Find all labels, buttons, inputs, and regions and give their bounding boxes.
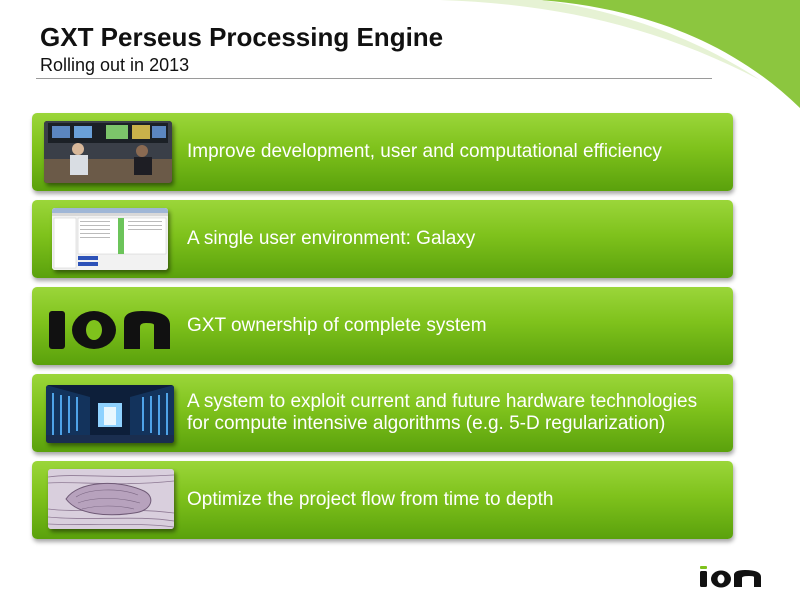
panel-efficiency: Improve development, user and computatio… xyxy=(32,113,733,191)
panel-galaxy: A single user environment: Galaxy xyxy=(32,200,733,278)
panel-time-to-depth: Optimize the project flow from time to d… xyxy=(32,461,733,539)
slide-title: GXT Perseus Processing Engine xyxy=(40,22,444,52)
seismic-section-thumbnail xyxy=(48,469,174,529)
panel-hardware: A system to exploit current and future h… xyxy=(32,374,733,452)
software-screenshot-thumbnail xyxy=(52,208,168,270)
panel-text: GXT ownership of complete system xyxy=(187,315,487,336)
slide-subtitle: Rolling out in 2013 xyxy=(40,55,190,75)
ion-logo-thumbnail xyxy=(46,301,174,353)
ion-logo-icon xyxy=(700,566,761,588)
panel-text: Optimize the project flow from time to d… xyxy=(187,489,554,510)
server-room-thumbnail xyxy=(46,385,174,443)
panel-ownership: GXT ownership of complete system xyxy=(32,287,733,365)
photo-operators-thumbnail xyxy=(44,121,172,183)
corner-swoosh-decoration xyxy=(440,0,800,108)
bullet-panel-list: Improve development, user and computatio… xyxy=(32,113,733,548)
panel-text: A system to exploit current and future h… xyxy=(187,391,698,434)
title-divider xyxy=(36,78,712,79)
panel-text: A single user environment: Galaxy xyxy=(187,228,476,249)
panel-text: Improve development, user and computatio… xyxy=(187,141,662,162)
